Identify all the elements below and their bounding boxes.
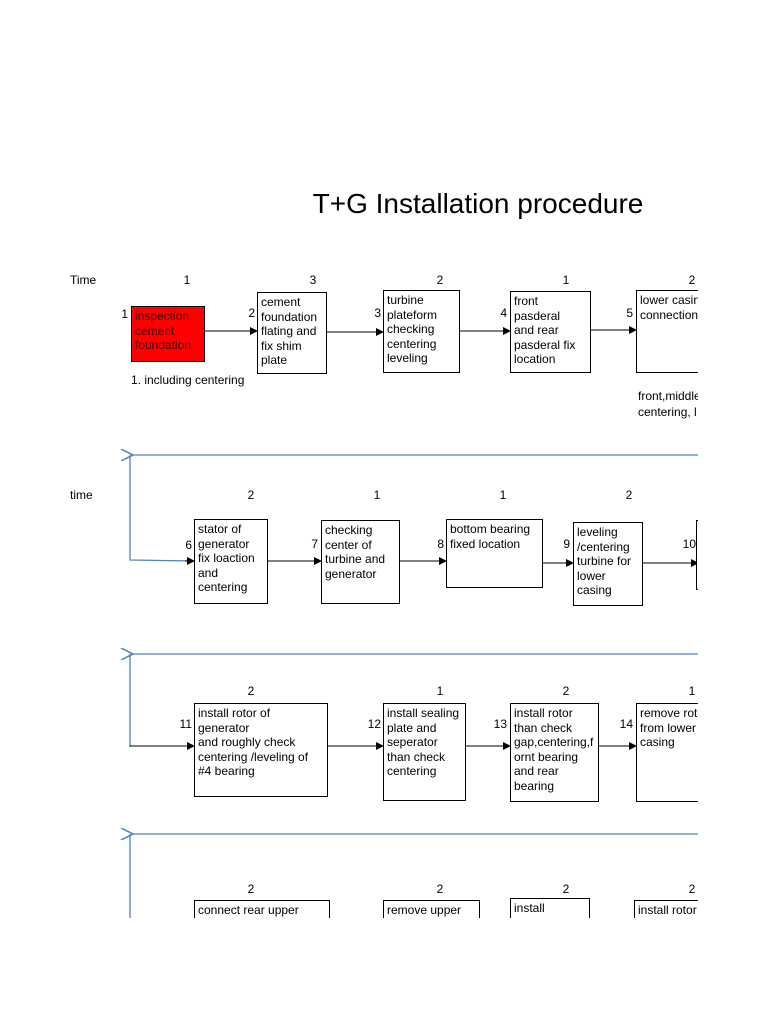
step-11-number: 11 xyxy=(179,717,192,731)
return-drop-1 xyxy=(129,455,195,562)
diagram-title: T+G Installation procedure xyxy=(312,188,644,219)
step-1-box: inspection cement foundation xyxy=(131,306,205,362)
step-6-number: 6 xyxy=(185,538,192,552)
step-2-box: cement foundation flating and fix shim p… xyxy=(257,292,327,374)
step-6-time: 2 xyxy=(247,488,255,502)
note-front-middle: front,middle centering, l xyxy=(638,389,698,419)
step-16-box: remove upper xyxy=(383,900,480,918)
step-12-number: 12 xyxy=(367,717,381,731)
step-12-time: 1 xyxy=(436,684,444,698)
step-7-box: checking center of turbine and generator xyxy=(321,520,400,604)
step-4-time: 1 xyxy=(562,273,570,287)
step-10-number: 10 xyxy=(682,537,696,551)
step-13-number: 13 xyxy=(493,717,507,731)
note-centering: 1. including centering xyxy=(131,373,245,387)
step-9-box: leveling /centering turbine for lower ca… xyxy=(573,522,643,606)
step-18-box: install rotor xyxy=(634,900,698,918)
step-1-number: 1 xyxy=(121,307,128,321)
step-17-time: 2 xyxy=(562,882,570,896)
step-2-number: 2 xyxy=(248,306,255,320)
step-5-box: lower casing connection xyxy=(636,290,698,373)
step-15-time: 2 xyxy=(247,882,255,896)
step-3-number: 3 xyxy=(374,306,381,320)
step-4-number: 4 xyxy=(500,306,507,320)
step-6-box: stator of generator fix loaction and cen… xyxy=(194,519,268,604)
step-8-time: 1 xyxy=(499,488,507,502)
time-label-row-2: time xyxy=(70,488,93,502)
step-14-time: 1 xyxy=(688,684,696,698)
step-17-box: install xyxy=(510,898,590,918)
step-7-number: 7 xyxy=(311,537,318,551)
step-10-box xyxy=(696,520,698,590)
step-14-box: remove rotor from lower casing xyxy=(636,703,698,802)
step-8-number: 8 xyxy=(437,537,444,551)
step-11-box: install rotor of generator and roughly c… xyxy=(194,703,328,797)
step-16-time: 2 xyxy=(436,882,444,896)
step-13-box: install rotor than check gap,centering,f… xyxy=(510,703,599,802)
step-5-time: 2 xyxy=(688,273,696,287)
step-15-box: connect rear upper xyxy=(194,900,330,918)
step-12-box: install sealing plate and seperator than… xyxy=(383,703,466,801)
step-13-time: 2 xyxy=(562,684,570,698)
step-14-number: 14 xyxy=(619,717,633,731)
diagram-canvas: T+G Installation procedure Time time 1 1… xyxy=(0,188,698,918)
step-3-box: turbine plateform checking centering lev… xyxy=(383,290,460,373)
step-3-time: 2 xyxy=(436,273,444,287)
step-18-time: 2 xyxy=(688,882,696,896)
connector-layer xyxy=(0,326,698,918)
step-4-box: front pasderal and rear pasderal fix loc… xyxy=(510,291,591,373)
step-1-time: 1 xyxy=(183,273,191,287)
step-8-box: bottom bearing fixed location xyxy=(446,519,543,588)
step-7-time: 1 xyxy=(373,488,381,502)
step-2-time: 3 xyxy=(309,273,317,287)
step-9-number: 9 xyxy=(563,537,570,551)
time-label-row-1: Time xyxy=(70,273,97,287)
step-5-number: 5 xyxy=(626,306,633,320)
step-11-time: 2 xyxy=(247,684,255,698)
step-9-time: 2 xyxy=(625,488,633,502)
